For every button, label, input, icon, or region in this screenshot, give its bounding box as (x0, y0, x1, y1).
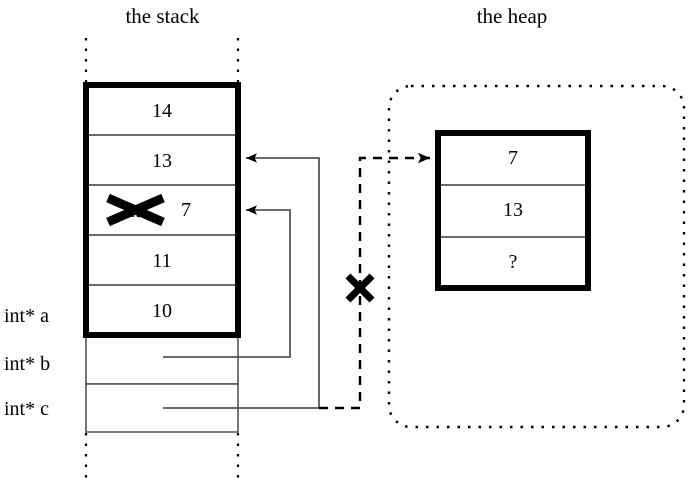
pointer-b-to-stack-cell (163, 205, 291, 358)
heap-cell-value-2: ? (508, 251, 518, 273)
pointer-c-to-stack-cell (163, 153, 320, 409)
stack-cell-value-2-old: 12 (126, 200, 146, 222)
stack-variable-cells (85, 334, 239, 433)
stack-cell-value-2-new: 7 (181, 199, 191, 221)
broken-pointer-x-icon (345, 273, 375, 303)
heap-block (435, 130, 591, 291)
struck-value-x-icon (106, 193, 165, 227)
stack-frame (83, 82, 241, 338)
stack-cell-value-4: 10 (152, 300, 172, 322)
heap-title: the heap (476, 4, 548, 28)
stack-cell-value-0: 14 (152, 100, 172, 122)
stack-cell-value-3: 11 (152, 250, 172, 272)
stack-title: the stack (125, 4, 200, 28)
stack-cell-value-1: 13 (152, 150, 172, 172)
stack-dotted-rails-top (84, 38, 240, 85)
stack-dotted-rails-bottom (84, 433, 240, 483)
variable-label-a: int* a (4, 305, 49, 327)
heap-cell-value-1: 13 (503, 199, 523, 221)
heap-cell-value-0: 7 (508, 147, 518, 169)
pointer-dashed-to-heap (319, 152, 430, 410)
heap-region-boundary (387, 84, 686, 429)
variable-label-b: int* b (4, 353, 51, 375)
variable-label-c: int* c (4, 398, 49, 420)
